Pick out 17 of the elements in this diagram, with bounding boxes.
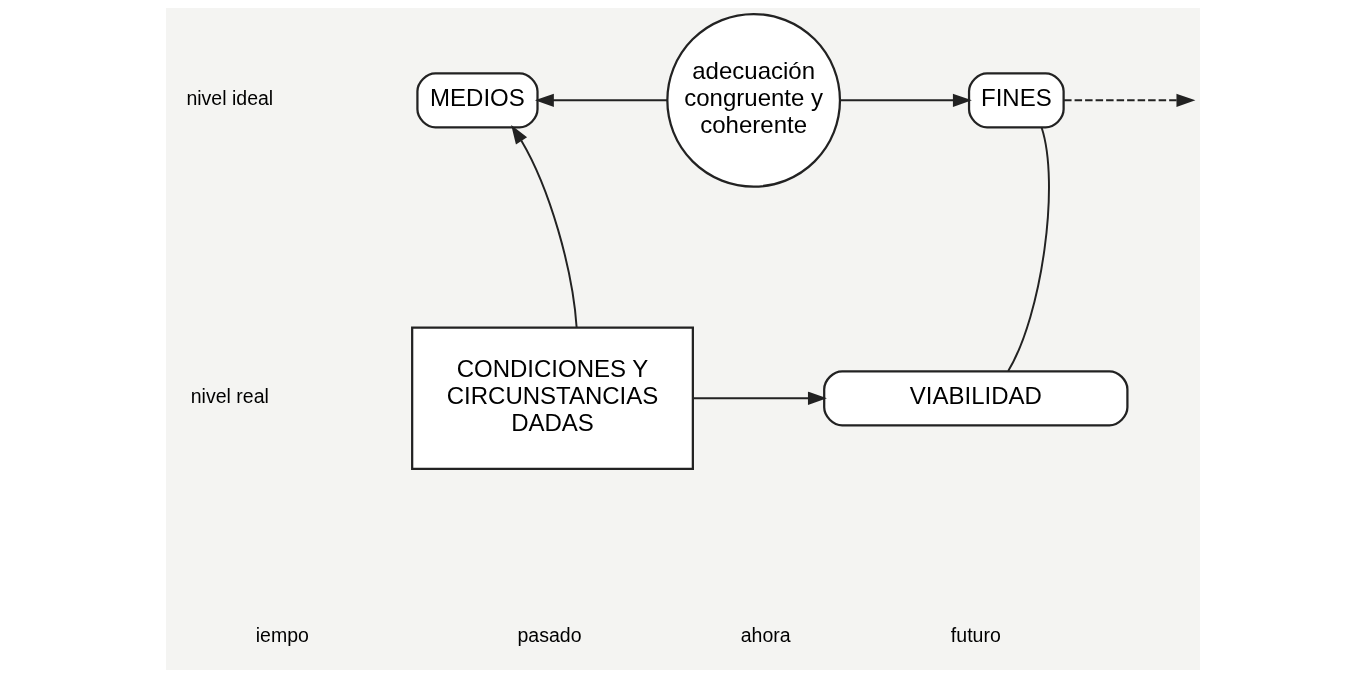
arrow [691,391,827,405]
node-box: FINES [967,72,1065,129]
node-box: MEDIOS [415,72,539,129]
label: futuro [950,624,1001,647]
arrow [838,93,972,107]
connector [1006,126,1050,372]
node-box: CONDICIONES Y CIRCUNSTANCIAS DADAS [410,326,694,470]
label: nivel ideal [185,87,273,110]
label: nivel real [190,385,269,408]
label: pasado [517,624,582,647]
arrow [534,93,668,107]
arrow [510,125,578,329]
label: ahora [740,624,791,647]
node-circle: adecuación congruente y coherente [665,12,841,188]
node-box: VIABILIDAD [822,370,1129,427]
arrow [1062,93,1195,107]
label: iempo [255,624,309,647]
